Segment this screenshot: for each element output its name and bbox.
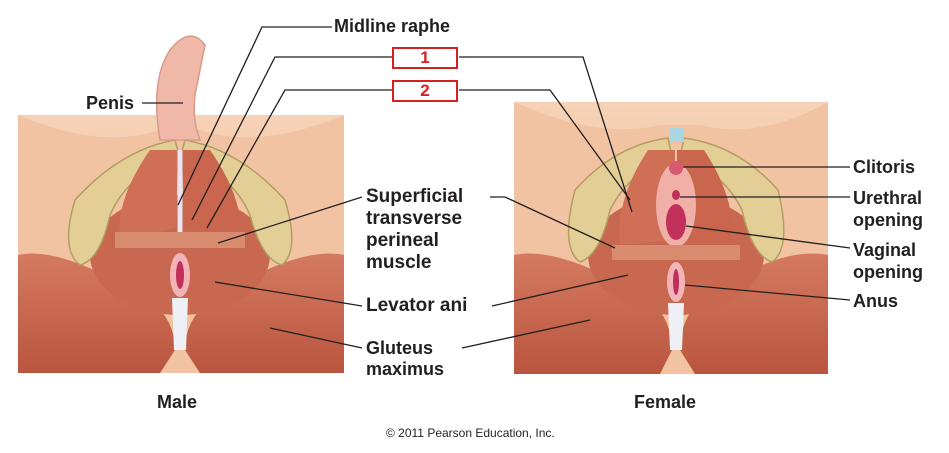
blank-box-2[interactable]: 2 — [392, 80, 458, 102]
label-superficial: Superficial — [366, 186, 464, 207]
label-clitoris: Clitoris — [853, 157, 916, 177]
label-transverse: transverse — [366, 208, 463, 229]
female-gluteus-right — [680, 253, 828, 374]
male-panel — [18, 35, 344, 373]
label-levator-ani: Levator ani — [366, 295, 468, 316]
label-midline-raphe: Midline raphe — [334, 16, 451, 36]
label-vaginal-opening: opening — [853, 262, 923, 282]
label-penis: Penis — [86, 93, 135, 113]
female-gluteus-left — [514, 253, 672, 374]
male-gluteus-left — [18, 253, 175, 373]
caption-male: Male — [157, 392, 198, 412]
blank-box-1[interactable]: 1 — [392, 47, 458, 69]
penis — [155, 35, 206, 141]
label-perineal: perineal — [366, 230, 439, 251]
label-anus: Anus — [853, 291, 898, 311]
caption-female: Female — [634, 392, 697, 412]
label-muscle: muscle — [366, 252, 432, 273]
urethral-opening-shape — [672, 190, 680, 200]
label-vaginal: Vaginal — [853, 240, 917, 260]
label-urethral: Urethral — [853, 188, 923, 208]
copyright: © 2011 Pearson Education, Inc. — [386, 426, 555, 440]
vaginal-opening-shape — [666, 204, 686, 240]
label-urethral-opening: opening — [853, 210, 923, 230]
leader-lines — [142, 26, 851, 349]
male-gluteus-right — [185, 253, 344, 373]
clitoris-shape — [669, 161, 683, 175]
label-gluteus: Gluteus — [366, 338, 434, 358]
male-pubic-bone-left — [67, 139, 181, 266]
male-pubic-bone-right — [179, 139, 293, 266]
female-panel — [514, 102, 828, 374]
label-maximus: maximus — [366, 359, 445, 379]
